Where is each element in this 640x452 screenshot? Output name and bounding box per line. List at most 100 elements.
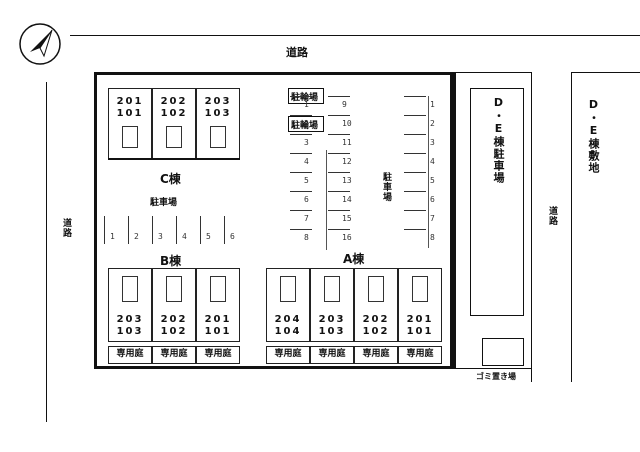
boundary-outer-top (456, 72, 531, 73)
unit-b-102-stair (166, 276, 182, 302)
stall-c-4: 4 (182, 232, 187, 241)
stall-c-6: 6 (230, 232, 235, 241)
unit-a-102-upper: 202 (362, 314, 390, 325)
stall-right-3: 3 (430, 138, 435, 147)
stall-right-7: 7 (430, 214, 435, 223)
ed-site-label: D・E棟敷地 (587, 98, 600, 174)
unit-c-101 (108, 88, 152, 160)
stall-left-6: 6 (304, 195, 309, 204)
parking-lane-right (428, 96, 429, 248)
ed-parking-label: D・E棟駐車場 (492, 96, 505, 184)
road-top-label: 道路 (286, 46, 308, 59)
stall-right-divider-1 (404, 96, 426, 97)
unit-c-103 (196, 88, 240, 160)
garden-b-103: 専用庭 (108, 346, 152, 364)
unit-a-104 (266, 268, 310, 342)
boundary-outer-bottom (456, 368, 531, 369)
boundary-right (450, 72, 456, 369)
unit-c-101-lower: 101 (116, 108, 144, 119)
stall-right-8: 8 (430, 233, 435, 242)
stall-mid-11: 11 (342, 138, 352, 147)
ed-site-edge (571, 72, 640, 73)
stall-c-divider-1 (104, 216, 105, 244)
unit-b-103-stair (122, 276, 138, 302)
unit-c-102 (152, 88, 196, 160)
stall-left-2: 2 (304, 119, 309, 128)
building-b-label: B棟 (160, 254, 182, 268)
stall-right-divider-5 (404, 172, 426, 173)
garden-a-102: 専用庭 (354, 346, 398, 364)
unit-c-103-upper: 203 (204, 96, 232, 107)
stall-c-1: 1 (110, 232, 115, 241)
bike-parking-2 (288, 116, 324, 132)
stall-left-divider-4 (290, 153, 312, 154)
stall-mid-divider-10 (328, 115, 350, 116)
unit-a-101-stair (412, 276, 428, 302)
north-arrow-icon (19, 23, 61, 65)
stall-right-divider-4 (404, 153, 426, 154)
unit-c-103-stair (210, 126, 226, 148)
stall-c-divider-4 (176, 216, 177, 244)
stall-left-divider-7 (290, 210, 312, 211)
stall-c-divider-3 (152, 216, 153, 244)
stall-left-divider-5 (290, 172, 312, 173)
stall-right-6: 6 (430, 195, 435, 204)
stall-left-7: 7 (304, 214, 309, 223)
road-left-edge (46, 82, 47, 422)
unit-c-102-upper: 202 (160, 96, 188, 107)
stall-left-divider-2 (290, 115, 312, 116)
unit-a-101-upper: 201 (406, 314, 434, 325)
stall-mid-13: 13 (342, 176, 352, 185)
unit-a-103-lower: 103 (318, 326, 346, 337)
garbage-area (482, 338, 524, 366)
unit-a-104-upper: 204 (274, 314, 302, 325)
stall-mid-divider-11 (328, 134, 350, 135)
stall-c-divider-6 (224, 216, 225, 244)
unit-a-103-upper: 203 (318, 314, 346, 325)
unit-b-103-upper: 203 (116, 314, 144, 325)
road-right-label: 道路 (547, 206, 557, 226)
stall-left-5: 5 (304, 176, 309, 185)
garden-a-104: 専用庭 (266, 346, 310, 364)
unit-c-103-lower: 103 (204, 108, 232, 119)
unit-a-102-lower: 102 (362, 326, 390, 337)
stall-mid-divider-12 (328, 153, 350, 154)
stall-left-4: 4 (304, 157, 309, 166)
stall-right-divider-3 (404, 134, 426, 135)
unit-b-101-lower: 101 (204, 326, 232, 337)
stall-right-4: 4 (430, 157, 435, 166)
stall-left-divider-3 (290, 134, 312, 135)
unit-a-104-stair (280, 276, 296, 302)
stall-mid-9: 9 (342, 100, 347, 109)
stall-mid-divider-16 (328, 229, 350, 230)
unit-a-101-lower: 101 (406, 326, 434, 337)
stall-right-2: 2 (430, 119, 435, 128)
garden-b-101: 専用庭 (196, 346, 240, 364)
garden-a-103: 専用庭 (310, 346, 354, 364)
unit-b-102-lower: 102 (160, 326, 188, 337)
unit-a-104-lower: 104 (274, 326, 302, 337)
road-top-edge (70, 35, 640, 36)
stall-right-1: 1 (430, 100, 435, 109)
building-a-label: A棟 (343, 252, 365, 266)
bike-parking-1-label: 駐輪場 (291, 93, 319, 103)
garbage-label: ゴミ置き場 (476, 372, 516, 381)
stall-right-5: 5 (430, 176, 435, 185)
parking-c-label: 駐車場 (150, 198, 178, 208)
parking-lane-left (326, 150, 327, 250)
stall-right-divider-7 (404, 210, 426, 211)
stall-left-divider-6 (290, 191, 312, 192)
ed-parking-area (470, 88, 524, 316)
stall-mid-divider-9 (328, 96, 350, 97)
garden-b-102: 専用庭 (152, 346, 196, 364)
stall-mid-divider-13 (328, 172, 350, 173)
bike-parking-2-label: 駐輪場 (291, 121, 319, 131)
unit-a-102-stair (368, 276, 384, 302)
unit-c-101-stair (122, 126, 138, 148)
road-left-label: 道路 (61, 218, 71, 238)
unit-b-101-stair (210, 276, 226, 302)
unit-c-102-lower: 102 (160, 108, 188, 119)
road-right-edge-a (531, 72, 532, 382)
boundary-top (94, 72, 456, 75)
